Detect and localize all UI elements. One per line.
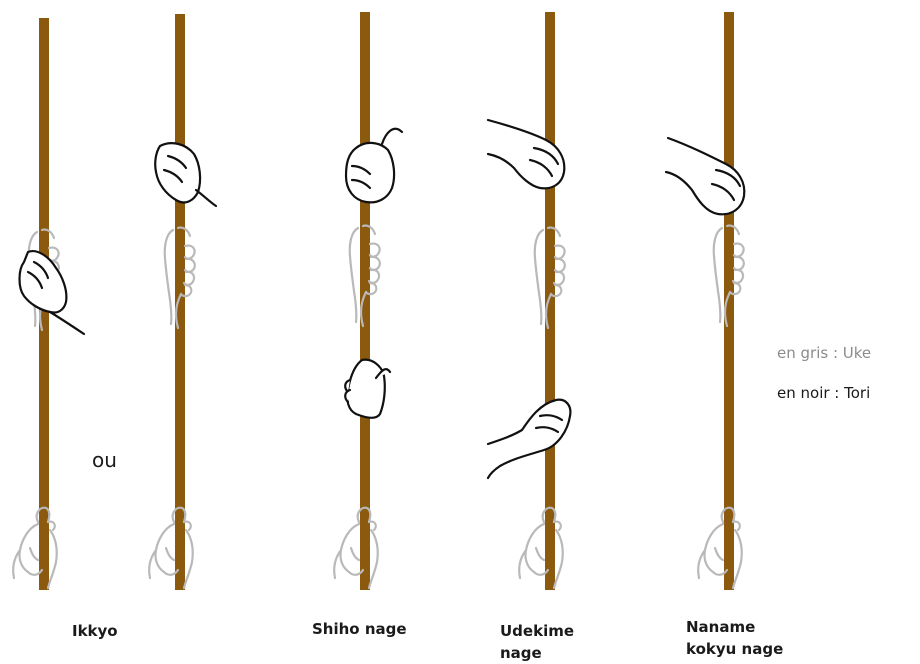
label-shiho-nage: Shiho nage [312, 618, 407, 640]
label-ikkyo: Ikkyo [72, 620, 118, 642]
jo-stick-naname-kokyu-nage [666, 12, 744, 590]
jo-stick-udekime-nage [488, 12, 570, 590]
label-naname-kokyu-nage: Naname kokyu nage [686, 616, 783, 660]
label-udekime-nage: Udekime nage [500, 620, 574, 664]
jo-stick-ikkyo [13, 18, 84, 590]
label-naname-line2: kokyu nage [686, 638, 783, 660]
legend-tori: en noir : Tori [777, 384, 870, 402]
label-naname-line1: Naname [686, 616, 783, 638]
label-udekime-line2: nage [500, 642, 574, 664]
label-udekime-line1: Udekime [500, 620, 574, 642]
legend-uke: en gris : Uke [777, 344, 871, 362]
ou-label: ou [92, 448, 117, 472]
jo-stick-ikkyo-alt [149, 14, 216, 590]
jo-stick-shiho-nage [334, 12, 402, 590]
